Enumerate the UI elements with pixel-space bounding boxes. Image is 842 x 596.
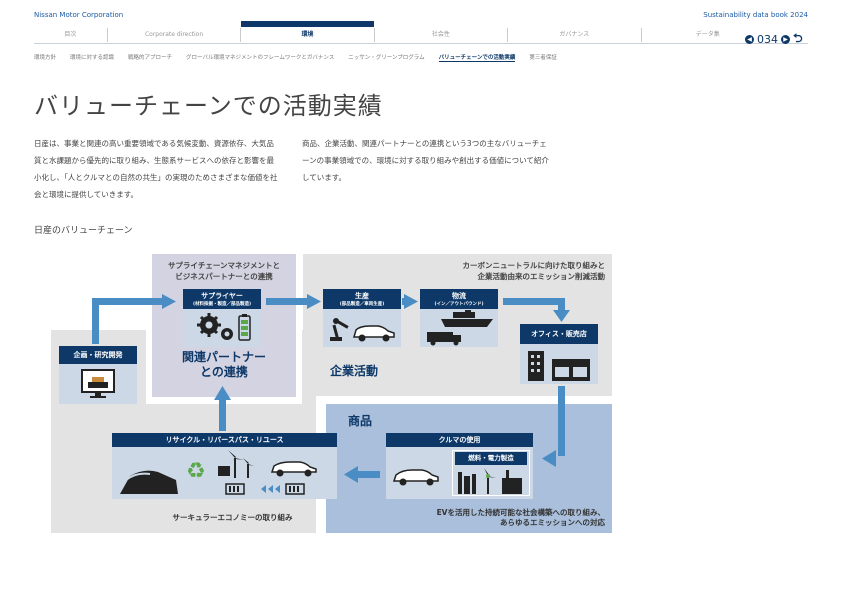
nav-item-toc[interactable]: 目次: [64, 31, 77, 38]
subnav-value-chain[interactable]: バリューチェーンでの活動実績: [438, 55, 516, 62]
prev-page-icon[interactable]: ◀: [745, 35, 754, 44]
recycle-icons: ♻: [114, 450, 335, 496]
car-icon: [388, 458, 444, 494]
arrow-rnd-up: [92, 300, 99, 344]
next-page-icon[interactable]: ▶: [781, 35, 790, 44]
nav-item-corporate-direction[interactable]: Corporate direction: [106, 28, 240, 42]
arrowhead-to-recycle: [344, 466, 358, 483]
back-icon[interactable]: ⮌: [793, 31, 803, 45]
page-number: 034: [757, 33, 778, 46]
subnav-approach[interactable]: 戦略的アプローチ: [128, 55, 173, 61]
book-title: Sustainability data book 2024: [703, 11, 808, 19]
monitor-icon: [61, 366, 135, 402]
subnav-policy[interactable]: 環境方針: [34, 55, 57, 61]
arrowhead-to-supplier: [162, 294, 176, 309]
robot-arm-car-icon: [325, 311, 399, 345]
corporate-label: 企業活動: [330, 364, 379, 378]
arrowhead-to-production: [307, 294, 321, 309]
arrow-logistics-right: [503, 298, 565, 305]
arrow-rnd-right: [92, 298, 164, 305]
rnd-label: 企画・研究開発: [59, 346, 137, 364]
logistics-label: 物流 (イン／アウトバウンド): [420, 289, 498, 309]
arrow-dealer-down: [558, 386, 565, 456]
nav-item-social[interactable]: 社会性: [373, 28, 507, 42]
dealer-label: オフィス・販売店: [520, 324, 598, 344]
arrow-logistics-down: [558, 298, 565, 312]
nav-item-governance[interactable]: ガバナンス: [507, 28, 640, 42]
arrowhead-to-dealer: [553, 310, 570, 322]
page-pager: ◀ 034 ▶ ⮌: [745, 29, 803, 50]
sub-nav: 環境方針 環境に対する認識 戦略的アプローチ グローバル環境マネジメントのフレー…: [34, 53, 557, 62]
use-label: クルマの使用: [386, 433, 533, 447]
page-title: バリューチェーンでの活動実績: [34, 92, 383, 120]
partner-label: 関連パートナー との連携: [181, 350, 266, 379]
subnav-green-program[interactable]: ニッサン・グリーンプログラム: [348, 55, 425, 61]
gears-battery-icon: [185, 311, 259, 345]
partner-heading: サプライチェーンマネジメントと ビジネスパートナーとの連携: [167, 261, 281, 281]
office-store-icon: [522, 346, 596, 382]
product-label: 商品: [348, 414, 373, 428]
company-name[interactable]: Nissan Motor Corporation: [34, 11, 124, 19]
svg-text:♻: ♻: [186, 459, 206, 484]
arrowhead-to-partner: [214, 386, 231, 400]
subnav-framework[interactable]: グローバル環境マネジメントのフレームワークとガバナンス: [186, 55, 335, 61]
nav-item-environment[interactable]: 環境: [240, 21, 375, 42]
corporate-heading: カーボンニュートラルに向けた取り組みと 企業活動由来のエミッション削減活動: [462, 261, 606, 281]
supplier-label: サプライヤー (材料採掘・製造／部品製造): [183, 289, 261, 309]
main-nav: 目次 Corporate direction 環境 社会性 ガバナンス データ集: [34, 21, 774, 42]
power-plant-icon: [455, 466, 527, 494]
nav-divider: [34, 43, 808, 44]
intro-right: 商品、企業活動、関連パートナーとの連携という3つの主なバリューチェーンの事業領域…: [302, 139, 549, 182]
arrowhead-to-logistics: [404, 294, 418, 309]
production-label: 生産 (部品製造／車両生産): [323, 289, 401, 309]
value-chain-label: 日産のバリューチェーン: [34, 226, 133, 236]
subnav-assurance[interactable]: 第三者保証: [529, 55, 557, 61]
arrow-recycle-up: [219, 398, 226, 431]
arrow-use-recycle: [356, 471, 380, 478]
ship-truck-icon: [422, 310, 496, 346]
arrowhead-to-use: [542, 450, 556, 467]
intro-left: 日産は、事業と関連の高い重要領域である気候変動、資源依存、大気品質と水課題から優…: [34, 139, 278, 199]
recycle-label: リサイクル・リバースパス・リユース: [112, 433, 337, 447]
subnav-recognition[interactable]: 環境に対する認識: [70, 55, 115, 61]
fuel-label: 燃料・電力製造: [455, 452, 527, 465]
nav-item-data[interactable]: データ集: [640, 28, 774, 42]
product-caption: EVを活用した持続可能な社会構築への取り組み、 あらゆるエミッションへの対応: [436, 508, 605, 527]
arrow-supplier-production: [266, 298, 309, 305]
circular-caption: サーキュラーエコノミーの取り組み: [172, 513, 293, 522]
